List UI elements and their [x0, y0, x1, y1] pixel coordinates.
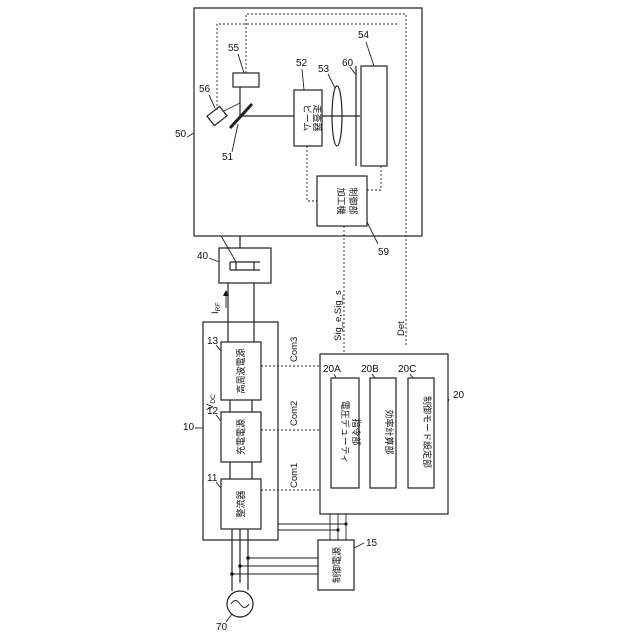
- ref-20C: 20C: [398, 364, 416, 375]
- ref-53: 53: [318, 64, 330, 75]
- beam-scanner-label-2: 走査器: [311, 104, 323, 131]
- processing-controller-label-2: 制御部: [347, 187, 359, 214]
- ref-15: 15: [366, 538, 378, 549]
- mode-setting-label: 制御モード設定部: [421, 396, 433, 468]
- ref-59: 59: [378, 247, 390, 258]
- ref-20: 20: [453, 390, 465, 401]
- beam-scanner-label-1: ビーム: [301, 105, 312, 132]
- ref-60: 60: [342, 58, 354, 69]
- ref-20B: 20B: [361, 364, 379, 375]
- rectifier-label: 整流器: [235, 490, 247, 517]
- control-power-label: 制御電源: [331, 547, 343, 583]
- control-power-feed: [278, 514, 348, 540]
- efficiency-label: 効率計算部: [383, 409, 395, 454]
- workpiece-stage: [361, 66, 387, 166]
- irf-label: IRF: [210, 303, 222, 314]
- ref-70: 70: [216, 622, 228, 633]
- ref-52: 52: [296, 58, 308, 69]
- voltage-duty-label-1: 電圧デューティ: [339, 401, 351, 463]
- com2-label: Com2: [289, 401, 300, 426]
- com1-label: Com1: [289, 463, 300, 488]
- ref-51: 51: [222, 152, 234, 163]
- com3-label: Com3: [289, 337, 300, 362]
- ref-55: 55: [228, 43, 240, 54]
- voltage-duty-label-2: 指令部: [350, 418, 362, 445]
- charger-label: 充電電源: [235, 419, 247, 455]
- processing-controller-label-1: 加工機: [335, 187, 347, 214]
- ref-50: 50: [175, 129, 187, 140]
- ref-54: 54: [358, 30, 370, 41]
- det-label: Det: [396, 321, 407, 336]
- ref-10: 10: [183, 422, 195, 433]
- power-detector-55: [233, 73, 259, 87]
- hf-power-label: 高周波電源: [235, 348, 247, 393]
- sig-label: Sig_e,Sig_s: [333, 290, 344, 341]
- ac-source: [227, 590, 253, 617]
- laser-oscillator-block: [219, 248, 271, 283]
- control-power-taps: [230, 556, 318, 576]
- ref-20A: 20A: [323, 364, 341, 375]
- ref-56: 56: [199, 84, 211, 95]
- ref-40: 40: [197, 251, 209, 262]
